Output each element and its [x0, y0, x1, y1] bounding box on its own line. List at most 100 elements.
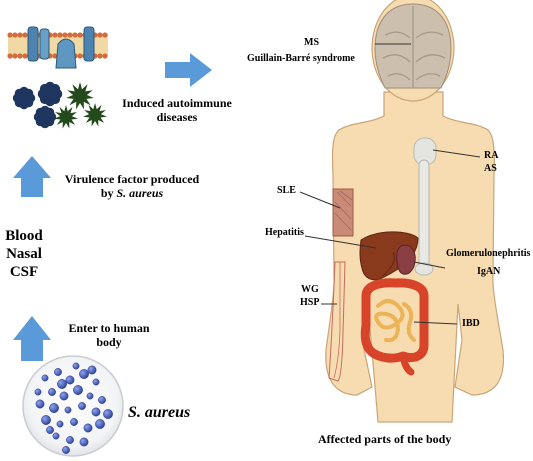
lipid-head [67, 32, 73, 38]
coccus [57, 379, 67, 389]
coccus [41, 374, 49, 382]
lipid-head [7, 32, 13, 38]
rectum [399, 352, 415, 376]
coccus [79, 369, 89, 379]
virulence-species-text: S. aureus [116, 185, 164, 200]
coccus [34, 388, 42, 396]
coccus [78, 402, 86, 410]
toxin-particle [83, 103, 107, 127]
virulence-factor-label: Virulence factor produced by S. aureus [44, 172, 220, 201]
coccus [92, 378, 100, 386]
arrow-up [13, 156, 51, 197]
lipid-head [102, 32, 108, 38]
toxin-particle [66, 82, 94, 110]
lipid-head [12, 32, 18, 38]
coccus [59, 391, 69, 401]
coccus [87, 365, 97, 375]
coccus [73, 385, 83, 395]
liver [359, 231, 419, 281]
lipid-head [97, 53, 103, 59]
lipid-head [72, 32, 78, 38]
site-nasal: Nasal [6, 246, 42, 262]
cell-membrane-illustration [7, 26, 108, 69]
coccus [103, 409, 113, 419]
label-igan: IgAN [477, 266, 501, 277]
callout-line-hepatitis [304, 235, 377, 249]
coccus [52, 432, 60, 440]
lipid-head [57, 32, 63, 38]
elbow-joint [414, 262, 434, 276]
label-as: AS [484, 163, 497, 174]
coccus [83, 423, 93, 433]
lipid-head [97, 32, 103, 38]
membrane-protein [27, 26, 39, 62]
lipid-head [22, 32, 28, 38]
label-hepatitis: Hepatitis [265, 227, 304, 238]
site-blood: Blood [5, 228, 43, 244]
lipid-head [7, 53, 13, 59]
toxin-particle [54, 105, 78, 129]
arrow-right [165, 53, 212, 87]
membrane-pore [55, 38, 77, 69]
lipid-head [17, 53, 23, 59]
coccus [72, 362, 80, 370]
callout-lines [299, 43, 481, 325]
skin-texture [334, 190, 353, 231]
callout-line-sle [299, 191, 341, 209]
label-hsp: HSP [300, 297, 320, 308]
lipid-head [52, 53, 58, 59]
label-ra: RA [484, 150, 499, 161]
label-guillain-barre: Guillain-Barré syndrome [247, 53, 355, 64]
toxin-particle [37, 81, 63, 107]
lipid-head [77, 53, 83, 59]
skin-patch [332, 188, 354, 237]
arrow-up [13, 316, 51, 361]
lipid-head [12, 53, 18, 59]
large-intestine [360, 278, 429, 363]
coccus [62, 446, 70, 454]
coccus [35, 399, 45, 409]
coccus [48, 388, 56, 396]
lipid-head [62, 32, 68, 38]
coccus [70, 418, 78, 426]
coccus [79, 437, 89, 447]
brain-folds [382, 6, 446, 88]
label-glomerulonephritis: Glomerulonephritis [446, 248, 531, 259]
coccus [86, 392, 94, 400]
s-aureus-label: S. aureus [128, 404, 191, 421]
toxin-particle [33, 105, 57, 129]
infection-sites: Blood Nasal CSF [0, 227, 48, 281]
coccus [65, 375, 75, 385]
coccus [66, 436, 74, 444]
virulence-factor-text: Virulence factor produced [64, 172, 200, 186]
membrane-protein [39, 28, 50, 60]
lipid-head [102, 53, 108, 59]
coccus [91, 407, 101, 417]
callout-line-glomerulonephritis [413, 261, 446, 269]
coccus [98, 396, 106, 404]
arm-bone [418, 159, 430, 271]
coccus [64, 406, 72, 414]
lipid-head [77, 32, 83, 38]
coccus [56, 420, 64, 428]
s-aureus-petri-dish [22, 355, 124, 457]
human-body [325, 0, 505, 423]
induced-autoimmune-label: Induced autoimmune diseases [122, 96, 232, 124]
s-aureus-cocci [34, 362, 113, 454]
membrane-protein [83, 26, 95, 62]
label-ibd: IBD [462, 318, 480, 329]
lipid-head [22, 53, 28, 59]
toxin-particle [12, 86, 36, 110]
site-csf: CSF [9, 264, 39, 280]
callout-line-ibd [413, 321, 458, 325]
liver-lobe-line [382, 251, 395, 277]
small-intestine [374, 299, 416, 343]
blood-vessel-line [333, 262, 341, 379]
coccus [41, 415, 51, 425]
kidney [396, 244, 416, 275]
caption-affected-parts: Affected parts of the body [318, 432, 452, 446]
label-sle: SLE [277, 185, 296, 196]
label-ms: MS [304, 37, 319, 48]
enter-body-label: Enter to human body [68, 321, 150, 349]
